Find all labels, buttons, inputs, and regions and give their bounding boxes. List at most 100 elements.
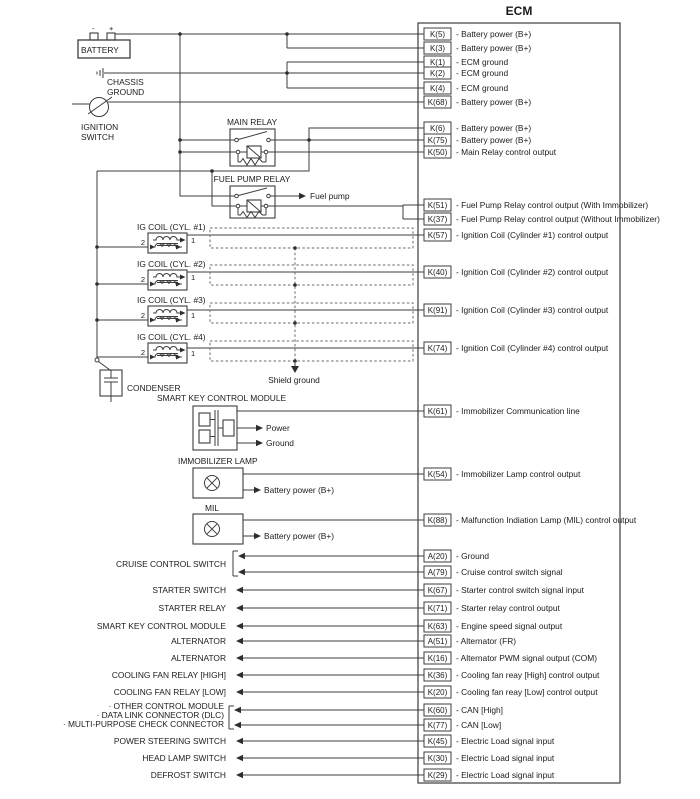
ground-arrow: [256, 439, 263, 447]
svg-text:- Malfunction Indiation Lamp (: - Malfunction Indiation Lamp (MIL) contr…: [456, 515, 637, 525]
ecm-pin-k71: K(71)- Starter relay control output: [423, 601, 560, 615]
ecm-pin-k50: K(50) - Main Relay control output: [423, 145, 557, 159]
ecm-box: [417, 22, 621, 784]
row-alternator-1: ALTERNATOR: [171, 636, 226, 646]
row-other-control-module: · OTHER CONTROL MODULE: [108, 701, 224, 711]
immobilizer-lamp-symbol: [192, 467, 244, 499]
svg-text:- Immobilizer Lamp control out: - Immobilizer Lamp control output: [456, 469, 581, 479]
svg-text:- Engine speed signal output: - Engine speed signal output: [456, 621, 563, 631]
wire-chassis-ground: [104, 61, 424, 89]
svg-text:K(30): K(30): [428, 754, 448, 763]
ecm-pin-k45: K(45) - Electric Load signal input: [423, 734, 555, 748]
svg-text:- Ignition Coil (Cylinder #3): - Ignition Coil (Cylinder #3) control ou…: [456, 305, 609, 315]
svg-text:- Electric Load signal input: - Electric Load signal input: [456, 736, 555, 746]
row-head-lamp-switch: HEAD LAMP SWITCH: [142, 753, 226, 763]
ecm-pin-k3: K(3) - Battery power (B+): [423, 41, 531, 55]
immobilizer-bplus-label: Battery power (B+): [264, 485, 334, 495]
wire-bottom-rows: [243, 589, 424, 776]
immobilizer-bplus-arrow: [254, 486, 261, 494]
svg-text:- CAN [High]: - CAN [High]: [456, 705, 503, 715]
svg-text:- Battery power (B+): - Battery power (B+): [456, 123, 531, 133]
ig-coil-2-pin1: 1: [191, 273, 195, 282]
ecm-pin-k36: K(36)- Cooling fan reay [High] control o…: [423, 668, 600, 682]
ig-coil-4-label: IG COIL (CYL. #4): [137, 332, 206, 342]
condenser-label: CONDENSER: [127, 383, 181, 393]
junction-dots: [95, 32, 311, 363]
chassis-ground-label-2: GROUND: [107, 87, 144, 97]
wire-fuel-pump-relay: [211, 171, 424, 220]
ecm-pin-k4: K(4)- ECM ground: [423, 81, 508, 95]
ecm-pin-k51: K(51)- Fuel Pump Relay control output (W…: [423, 198, 648, 212]
svg-text:A(51): A(51): [428, 637, 448, 646]
svg-text:K(1): K(1): [430, 58, 445, 67]
row-alternator-2: ALTERNATOR: [171, 653, 226, 663]
ig-coil-4-symbol: [147, 342, 188, 364]
svg-text:K(50): K(50): [428, 148, 448, 157]
svg-text:K(88): K(88): [428, 516, 448, 525]
mil-bplus-arrow: [254, 532, 261, 540]
ecm-pin-k29: K(29)- Electric Load signal input: [423, 768, 555, 782]
mil-symbol: [192, 513, 244, 545]
ig-coil-2-pin2: 2: [141, 275, 145, 284]
ecm-pin-k20: K(20)- Cooling fan reay [Low] control ou…: [423, 685, 598, 699]
ig-coil-4-pin1: 1: [191, 349, 195, 358]
mil-bplus-label: Battery power (B+): [264, 531, 334, 541]
ig-coil-4-pin2: 2: [141, 348, 145, 357]
svg-text:- Fuel Pump Relay control outp: - Fuel Pump Relay control output (Withou…: [456, 214, 660, 224]
wire-battery: [115, 33, 424, 49]
svg-text:- Ground: - Ground: [456, 551, 489, 561]
row-multi-purpose-check-connector: · MULTI-PURPOSE CHECK CONNECTOR: [63, 719, 224, 729]
fuel-pump-arrow: [299, 192, 306, 200]
row-cruise-control-switch: CRUISE CONTROL SWITCH: [116, 559, 226, 569]
ecm-pin-k5: K(5)- Battery power (B+): [423, 27, 531, 41]
row-cooling-fan-relay-low: COOLING FAN RELAY [LOW]: [114, 687, 226, 697]
svg-text:K(45): K(45): [428, 737, 448, 746]
svg-text:K(40): K(40): [428, 268, 448, 277]
svg-text:- Cooling fan reay [Low] contr: - Cooling fan reay [Low] control output: [456, 687, 598, 697]
svg-text:- Battery power (B+): - Battery power (B+): [456, 43, 531, 53]
svg-text:K(2): K(2): [430, 69, 445, 78]
wires: [72, 33, 424, 776]
svg-text:K(57): K(57): [428, 231, 448, 240]
svg-text:A(79): A(79): [428, 568, 448, 577]
ecm-pin-k68: K(68)- Battery power (B+): [423, 95, 531, 109]
svg-text:- Battery power (B+): - Battery power (B+): [456, 29, 531, 39]
row-starter-switch: STARTER SWITCH: [152, 585, 226, 595]
svg-text:K(36): K(36): [428, 671, 448, 680]
svg-text:K(51): K(51): [428, 201, 448, 210]
ecm-pin-k30: K(30) - Electric Load signal input: [423, 751, 555, 765]
svg-text:K(61): K(61): [428, 407, 448, 416]
svg-text:- Ignition Coil (Cylinder #1): - Ignition Coil (Cylinder #1) control ou…: [456, 230, 609, 240]
ig-coil-1-pin2: 2: [141, 238, 145, 247]
battery-label: BATTERY: [81, 45, 119, 55]
svg-text:K(3): K(3): [430, 44, 445, 53]
svg-text:- Ignition Coil (Cylinder #4): - Ignition Coil (Cylinder #4) control ou…: [456, 343, 609, 353]
svg-text:- Electric Load signal input: - Electric Load signal input: [456, 753, 555, 763]
svg-text:- Main Relay control output: - Main Relay control output: [456, 147, 557, 157]
svg-text:K(75): K(75): [428, 136, 448, 145]
svg-text:K(74): K(74): [428, 344, 448, 353]
battery-minus: -: [92, 24, 95, 33]
ignition-switch-label-1: IGNITION: [81, 122, 118, 132]
wire-main-relay-out: [97, 127, 424, 172]
condenser-symbol: [94, 357, 123, 402]
fuel-pump-relay-symbol: [229, 185, 276, 219]
row-cooling-fan-relay-high: COOLING FAN RELAY [HIGH]: [112, 670, 226, 680]
power-label: Power: [266, 423, 290, 433]
main-relay-label: MAIN RELAY: [227, 117, 278, 127]
ecm-pin-k37: K(37)- Fuel Pump Relay control output (W…: [423, 212, 660, 226]
wire-bplus-bus: [179, 34, 237, 197]
ecm-pin-k61: K(61)- Immobilizer Communication line: [423, 404, 580, 418]
svg-text:K(77): K(77): [428, 721, 448, 730]
ig-coil-3-symbol: [147, 305, 188, 327]
svg-text:K(29): K(29): [428, 771, 448, 780]
ecm-pin-k2: K(2)- ECM ground: [423, 66, 508, 80]
svg-text:- Starter control switch signa: - Starter control switch signal input: [456, 585, 585, 595]
chassis-ground-symbol: [96, 68, 104, 78]
svg-text:- CAN [Low]: - CAN [Low]: [456, 720, 501, 730]
smart-key-module-label: SMART KEY CONTROL MODULE: [157, 393, 286, 403]
svg-text:K(6): K(6): [430, 124, 445, 133]
svg-text:K(16): K(16): [428, 654, 448, 663]
ig-coil-2-symbol: [147, 269, 188, 291]
